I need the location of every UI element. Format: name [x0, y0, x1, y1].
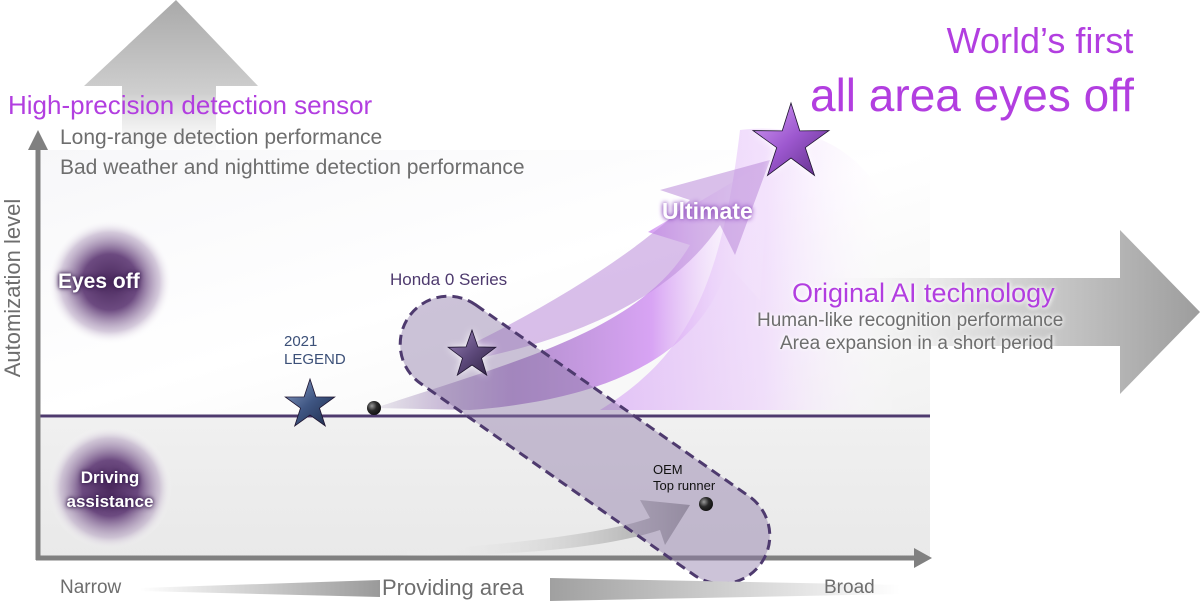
x-axis-max-label: Broad — [824, 577, 875, 598]
plot-area-lower — [40, 418, 930, 558]
ai-item-1: Human-like recognition performance — [757, 310, 1064, 331]
sensor-title: High-precision detection sensor — [8, 90, 373, 120]
y-axis-arrowhead — [28, 130, 48, 150]
ai-right-arrow — [780, 230, 1200, 394]
ultimate-star-icon — [751, 101, 831, 177]
honda-0-series-star-icon — [447, 328, 497, 377]
headline-line1: World’s first — [946, 20, 1134, 61]
honda-0-series-capsule — [398, 294, 772, 586]
oem-dot — [699, 497, 713, 511]
broad-gradient-bar — [550, 578, 900, 601]
x-axis-arrowhead — [914, 548, 932, 568]
honda-0-series-label: Honda 0 Series — [390, 270, 508, 289]
x-axis-label: Providing area — [382, 575, 524, 600]
sensor-up-arrow — [84, 0, 258, 170]
sensor-item-2: Bad weather and nighttime detection perf… — [60, 156, 525, 179]
ultimate-sweep-upper — [470, 160, 770, 360]
legend-year-label: 2021 — [284, 333, 318, 350]
eyes-off-label: Eyes off — [58, 270, 140, 293]
legend-star-icon — [284, 377, 336, 428]
headline-line2: all area eyes off — [810, 69, 1134, 121]
legend-name-label: LEGEND — [284, 351, 346, 368]
eyes-off-bubble — [48, 220, 172, 344]
y-axis-label: Automization level — [0, 198, 25, 378]
driving-label-line2: assistance — [66, 492, 154, 511]
ai-item-2: Area expansion in a short period — [780, 333, 1054, 354]
oem-label-line1: OEM — [653, 462, 683, 477]
driving-assistance-bubble — [48, 426, 172, 550]
ai-title: Original AI technology — [792, 278, 1055, 308]
x-axis-min-label: Narrow — [60, 577, 122, 598]
ultimate-label: Ultimate — [662, 198, 753, 224]
sensor-item-1: Long-range detection performance — [60, 126, 383, 149]
oem-grey-curve-arrow — [400, 500, 690, 556]
oem-label-line2: Top runner — [653, 478, 716, 493]
start-dot — [367, 401, 381, 415]
narrow-gradient-bar — [140, 580, 380, 597]
driving-label-line1: Driving — [80, 468, 140, 487]
